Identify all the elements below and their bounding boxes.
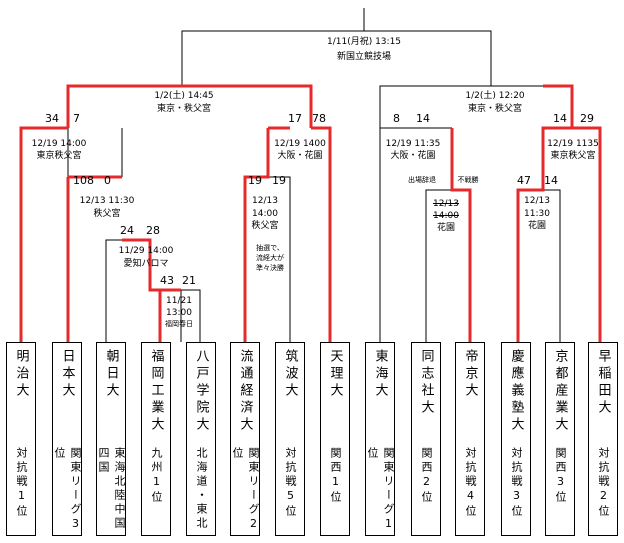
semi1-venue: 東京・秩父宮 — [156, 104, 211, 114]
qf3-venue: 大阪・花園 — [390, 151, 436, 161]
team-qualification: 関西1位 — [329, 447, 342, 505]
team-qualification: 対抗戦1位 — [15, 447, 28, 519]
semi2-venue: 東京・秩父宮 — [467, 104, 522, 114]
score-sf2b-right: 29 — [580, 112, 594, 125]
final-venue: 新国立競技場 — [336, 52, 391, 62]
team-nihon: 日本大関東リーグ3位 — [52, 342, 82, 536]
team-qualification: 関東リーグ1位 — [366, 447, 395, 533]
team-name: 早稲田大 — [595, 349, 611, 417]
lottery-note-line3: 準々決勝 — [256, 264, 284, 272]
withdraw-note: 出場辞退 — [408, 176, 436, 184]
team-qualification: 東海北陸中国四国 — [97, 447, 126, 531]
team-name: 日本大 — [59, 349, 75, 400]
team-qualification: 対抗戦4位 — [464, 447, 477, 519]
team-doshisha: 同志社大関西2位 — [411, 342, 441, 536]
team-name: 帝京大 — [462, 349, 478, 400]
score-sf1-right: 7 — [73, 112, 80, 125]
qf1-date: 12/19 14:00 — [31, 139, 87, 149]
r3a-venue: 秩父宮 — [93, 209, 121, 219]
team-qualification: 関東リーグ3位 — [53, 447, 82, 533]
team-hachinohe: 八戸学院大北海道・東北 — [186, 342, 216, 536]
team-qualification: 対抗戦3位 — [510, 447, 523, 519]
lottery-note-line2: 流経大が — [256, 254, 284, 262]
score-qf4-left: 47 — [517, 174, 531, 187]
team-kyoto-sangyo: 京都産業大関西3位 — [545, 342, 575, 536]
team-name: 福岡工業大 — [148, 349, 164, 434]
r2-venue: 愛知パロマ — [123, 259, 169, 269]
team-qualification: 関東リーグ2位 — [231, 447, 260, 533]
score-qf2-right: 19 — [272, 174, 286, 187]
team-qualification: 対抗戦2位 — [597, 447, 610, 519]
lottery-note-line1: 抽選で、 — [256, 244, 284, 252]
score-sf2b-left: 14 — [553, 112, 567, 125]
semi2-date: 1/2(土) 12:20 — [465, 91, 525, 101]
score-qf1-right: 0 — [104, 174, 111, 187]
score-qf2-left: 19 — [248, 174, 262, 187]
r1-date: 11/21 — [166, 296, 192, 306]
team-name: 天理大 — [327, 349, 343, 400]
score-qf4-right: 14 — [544, 174, 558, 187]
score-sf2-left: 8 — [393, 112, 400, 125]
team-keio: 慶應義塾大対抗戦3位 — [501, 342, 531, 536]
r1-venue: 福岡春日 — [165, 320, 193, 328]
r3d-time: 11:30 — [524, 209, 550, 219]
team-fukuoka-kogyo: 福岡工業大九州1位 — [141, 342, 171, 536]
team-tenri: 天理大関西1位 — [320, 342, 350, 536]
team-name: 東海大 — [372, 349, 388, 400]
team-qualification: 関西2位 — [420, 447, 433, 505]
semi1-date: 1/2(土) 14:45 — [154, 91, 214, 101]
r3d-date: 12/13 — [524, 196, 550, 206]
r3c-date: 12/13 — [433, 199, 459, 209]
team-qualification: 関西3位 — [554, 447, 567, 505]
team-meiji: 明治大対抗戦1位 — [6, 342, 36, 536]
r3b-venue: 秩父宮 — [251, 221, 279, 231]
team-waseda: 早稲田大対抗戦2位 — [588, 342, 618, 536]
score-r2-left: 43 — [160, 274, 174, 287]
r3b-time: 14:00 — [252, 209, 278, 219]
qf4-date: 12/19 1135 — [547, 139, 599, 149]
team-tokai: 東海大関東リーグ1位 — [365, 342, 395, 536]
score-sf1b-left: 17 — [288, 112, 302, 125]
r3a-date: 12/13 11:30 — [79, 196, 135, 206]
team-qualification: 九州1位 — [150, 447, 163, 505]
r3c-time: 14:00 — [433, 211, 459, 221]
score-sf1b-right: 78 — [312, 112, 326, 125]
team-asahi: 朝日大東海北陸中国四国 — [96, 342, 126, 536]
team-qualification: 北海道・東北 — [195, 447, 208, 531]
r1-time: 13:00 — [166, 308, 192, 318]
team-name: 筑波大 — [282, 349, 298, 400]
team-name: 明治大 — [13, 349, 29, 400]
team-teikyo: 帝京大対抗戦4位 — [455, 342, 485, 536]
qf4-venue: 東京秩父宮 — [550, 151, 596, 161]
final-date: 1/11(月祝) 13:15 — [326, 37, 402, 47]
qf1-venue: 東京秩父宮 — [36, 151, 82, 161]
team-name: 京都産業大 — [552, 349, 568, 434]
qf2-venue: 大阪・花園 — [277, 151, 323, 161]
team-name: 朝日大 — [103, 349, 119, 400]
score-sf1-left: 34 — [45, 112, 59, 125]
team-name: 八戸学院大 — [193, 349, 209, 434]
team-ryutsu-keizai: 流通経済大関東リーグ2位 — [230, 342, 260, 536]
r3c-venue: 花園 — [436, 223, 455, 233]
team-name: 慶應義塾大 — [508, 349, 524, 434]
r3d-venue: 花園 — [527, 221, 546, 231]
score-r3a-right: 28 — [146, 224, 160, 237]
qf3-date: 12/19 11:35 — [385, 139, 441, 149]
r3b-date: 12/13 — [252, 196, 278, 206]
score-r3a-left: 24 — [120, 224, 134, 237]
walkover-note: 不戦勝 — [457, 176, 479, 184]
score-qf1-left: 108 — [73, 174, 94, 187]
team-tsukuba: 筑波大対抗戦5位 — [275, 342, 305, 536]
score-r2-right: 21 — [182, 274, 196, 287]
team-name: 同志社大 — [418, 349, 434, 417]
team-qualification: 対抗戦5位 — [284, 447, 297, 519]
qf2-date: 12/19 1400 — [274, 139, 326, 149]
team-name: 流通経済大 — [237, 349, 253, 434]
score-sf2-right: 14 — [416, 112, 430, 125]
r2-date: 11/29 14:00 — [118, 246, 174, 256]
